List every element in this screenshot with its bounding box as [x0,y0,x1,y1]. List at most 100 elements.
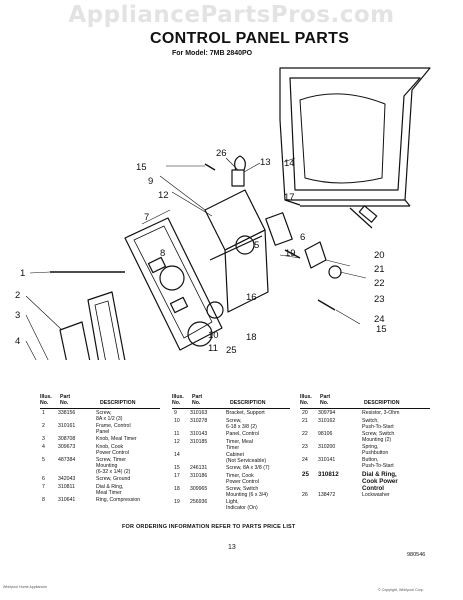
cook-power-timer-part [231,155,246,187]
part-description: Screw, 8A x 3/8 (7) [226,464,270,471]
illus-number: 3 [42,435,45,442]
callout-13: 13 [260,157,271,168]
callout-10: 10 [208,330,219,341]
illus-number: 11 [174,430,180,437]
part-description: Panel, Control [226,430,259,437]
part-number: 256936 [190,498,208,505]
callout-25: 25 [226,345,237,356]
illus-number: 10 [174,418,180,424]
callout-16: 16 [246,292,257,303]
callout-23: 23 [374,294,385,305]
header-illus-no: Illus. No. [172,394,184,407]
callout-5: 5 [254,240,259,251]
illus-number: 9 [174,410,177,416]
meal-timer-part [209,212,293,261]
illus-number: 14 [174,451,180,458]
parts-row: 15 246131 Screw, 8A x 3/8 (7) [172,464,290,473]
part-description: Screw, 6-18 x 3/8 (2) [226,418,257,430]
illus-number: 7 [42,483,45,490]
model-line: For Model: 7MB 2840PO [172,50,253,57]
part-number: 246131 [190,464,208,471]
callout-3: 3 [15,310,20,321]
part-description: Knob, Meal Timer [96,435,137,442]
parts-row: 10 310278 Screw, 6-18 x 3/8 (2) [172,418,290,431]
callout-15-right: 15 [376,324,387,335]
part-number: 342043 [58,475,76,482]
header-description: DESCRIPTION [364,400,400,407]
control-panel-frame-part [59,291,126,360]
part-number: 310161 [58,422,76,429]
header-description: DESCRIPTION [230,400,266,407]
callout-7: 7 [144,212,149,223]
callout-20: 20 [374,250,385,261]
part-number: 98106 [318,430,333,437]
part-description: Light, Indicator (On) [226,498,258,511]
support-bracket-part [204,189,269,319]
part-description: Screw, 8A x 1/2 (3) [96,410,123,422]
callout-6: 6 [300,232,305,243]
illus-number: 12 [174,438,180,445]
illus-number: 18 [174,485,180,492]
part-number: 310278 [190,418,208,424]
part-number: 309673 [58,443,76,450]
callout-11: 11 [208,343,218,354]
parts-row: 2 310161 Frame, Control Panel [40,422,160,436]
callout-19: 19 [285,248,296,259]
part-description: Screw, Switch Mounting (6 x 3/4) [226,485,268,498]
part-number: 138472 [318,492,336,499]
part-description: Dial & Ring, Meal Timer [96,483,124,496]
part-number: 310185 [190,438,208,445]
part-description: Bracket, Support [226,410,265,416]
part-description: Screw, Timer Mounting (6-32 x 1/4) (2) [96,456,131,475]
part-description: Resistor, 3-Ohm [362,410,400,416]
illus-number: 6 [42,475,45,482]
control-panel-part [124,217,223,351]
callout-17: 17 [284,192,295,203]
watermark: AppliancePartsPros.com [68,2,395,28]
leader-lines [25,157,367,360]
part-number: 310186 [190,472,208,479]
header-part-no: Part No. [60,394,71,407]
illus-number: 2 [42,422,45,429]
part-description: Screw, Switch Mounting (2) [362,430,395,443]
illus-number: 4 [42,443,45,450]
parts-row: 7 310811 Dial & Ring, Meal Timer [40,483,160,497]
part-number: 310163 [190,410,208,416]
part-description: Ring, Compression [96,496,141,503]
illus-number: 15 [174,464,180,471]
illus-number: 20 [302,410,308,416]
callout-14: 14 [284,158,295,169]
illus-number: 1 [42,410,45,416]
parts-row: 19 256936 Light, Indicator (On) [172,498,290,512]
callout-24: 24 [374,314,385,325]
callout-26: 26 [216,148,227,159]
header-part-no: Part No. [320,394,331,407]
part-description: Screw, Ground [96,475,131,482]
part-number: 310812 [318,470,339,478]
illus-number: 8 [42,496,45,503]
document-number: 980546 [407,552,426,558]
illus-number: 24 [302,456,308,463]
resistor-part [349,205,378,229]
callout-22: 22 [374,278,385,289]
dial-ring-part [159,265,213,347]
cabinet-part [279,67,431,207]
part-description: Cabinet (Not Serviceable) [226,451,267,464]
callout-18: 18 [246,332,257,343]
page-number: 13 [228,544,236,551]
part-number: 310811 [58,483,75,490]
illus-number: 19 [174,498,180,505]
illus-number: 23 [302,443,308,450]
part-description: Frame, Control Panel [96,422,131,435]
part-description: Switch, Push-To-Start [362,418,394,430]
header-illus-no: Illus. No. [300,394,312,407]
